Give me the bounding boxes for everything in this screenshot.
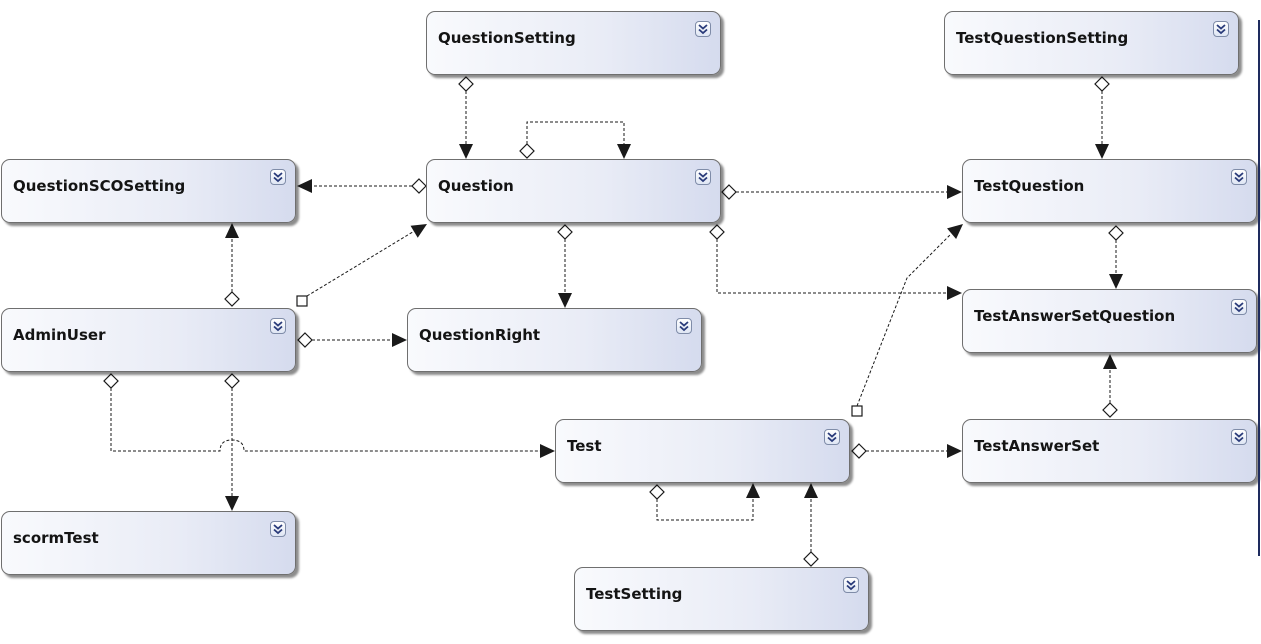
double-chevron-down-icon[interactable] xyxy=(270,521,286,537)
entity-testanswersetquestion[interactable]: TestAnswerSetQuestion xyxy=(962,289,1257,353)
entity-label: Question xyxy=(438,177,514,195)
arrowhead xyxy=(947,224,963,240)
arrowhead xyxy=(947,286,962,300)
diamond-marker xyxy=(1102,402,1118,418)
double-chevron-down-icon[interactable] xyxy=(1231,169,1247,185)
double-chevron-down-icon[interactable] xyxy=(1231,299,1247,315)
double-chevron-down-icon[interactable] xyxy=(843,577,859,593)
double-chevron-down-icon[interactable] xyxy=(270,318,286,334)
double-chevron-down-icon[interactable] xyxy=(1231,429,1247,445)
arrowhead xyxy=(410,224,427,238)
diamond-marker xyxy=(721,184,737,200)
entity-label: QuestionSetting xyxy=(438,29,576,47)
entity-label: TestAnswerSetQuestion xyxy=(974,307,1176,325)
arrowhead xyxy=(947,444,962,458)
double-chevron-down-icon[interactable] xyxy=(1213,21,1229,37)
diamond-marker xyxy=(411,178,427,194)
arrowhead xyxy=(225,223,239,238)
arrowhead xyxy=(1095,144,1109,159)
arrowhead xyxy=(459,144,473,159)
entity-questionright[interactable]: QuestionRight xyxy=(407,308,702,372)
entity-questionscosetting[interactable]: QuestionSCOSetting xyxy=(1,159,296,223)
arrowhead xyxy=(558,293,572,308)
diamond-marker xyxy=(649,484,665,500)
entity-label: TestQuestion xyxy=(974,177,1085,195)
diamond-marker xyxy=(103,373,119,389)
arrowhead xyxy=(225,496,239,511)
diamond-marker xyxy=(1108,225,1124,241)
square-marker xyxy=(851,405,863,417)
entity-label: Test xyxy=(567,437,602,455)
arrowhead xyxy=(947,185,962,199)
diamond-marker xyxy=(224,291,240,307)
arrowhead xyxy=(1109,274,1123,289)
entity-label: QuestionRight xyxy=(419,326,541,344)
entity-testquestion[interactable]: TestQuestion xyxy=(962,159,1257,223)
arrowhead xyxy=(617,144,631,159)
diamond-marker xyxy=(557,224,573,240)
canvas-edge xyxy=(1258,20,1260,556)
double-chevron-down-icon[interactable] xyxy=(270,169,286,185)
arrowhead xyxy=(1103,354,1117,369)
diamond-marker xyxy=(224,373,240,389)
diamond-marker xyxy=(519,143,535,159)
entity-label: QuestionSCOSetting xyxy=(13,177,186,195)
double-chevron-down-icon[interactable] xyxy=(824,429,840,445)
diamond-marker xyxy=(709,224,725,240)
connector-line xyxy=(110,388,540,452)
entity-test[interactable]: Test xyxy=(555,419,850,483)
double-chevron-down-icon[interactable] xyxy=(695,21,711,37)
double-chevron-down-icon[interactable] xyxy=(695,169,711,185)
connector-line xyxy=(856,234,951,407)
connector-line xyxy=(716,239,947,294)
arrowhead xyxy=(540,444,555,458)
entity-testquestionsetting[interactable]: TestQuestionSetting xyxy=(944,11,1239,75)
entity-label: scormTest xyxy=(13,529,99,547)
entity-questionsetting[interactable]: QuestionSetting xyxy=(426,11,721,75)
entity-label: AdminUser xyxy=(13,326,106,344)
entity-scormtest[interactable]: scormTest xyxy=(1,511,296,575)
diamond-marker xyxy=(851,443,867,459)
entity-testsetting[interactable]: TestSetting xyxy=(574,567,869,631)
diamond-marker xyxy=(458,76,474,92)
connector-line xyxy=(656,498,754,521)
arrowhead xyxy=(804,483,818,498)
entity-question[interactable]: Question xyxy=(426,159,721,223)
entity-label: TestSetting xyxy=(586,585,683,603)
square-marker xyxy=(296,295,308,307)
diamond-marker xyxy=(1094,76,1110,92)
entity-label: TestQuestionSetting xyxy=(956,29,1129,47)
connector-line xyxy=(526,121,625,144)
connector-line xyxy=(306,229,417,297)
entity-label: TestAnswerSet xyxy=(974,437,1100,455)
entity-adminuser[interactable]: AdminUser xyxy=(1,308,296,372)
double-chevron-down-icon[interactable] xyxy=(676,318,692,334)
entity-testanswerset[interactable]: TestAnswerSet xyxy=(962,419,1257,483)
arrowhead xyxy=(746,483,760,498)
arrowhead xyxy=(297,179,312,193)
diamond-marker xyxy=(803,551,819,567)
diamond-marker xyxy=(297,332,313,348)
arrowhead xyxy=(392,333,407,347)
